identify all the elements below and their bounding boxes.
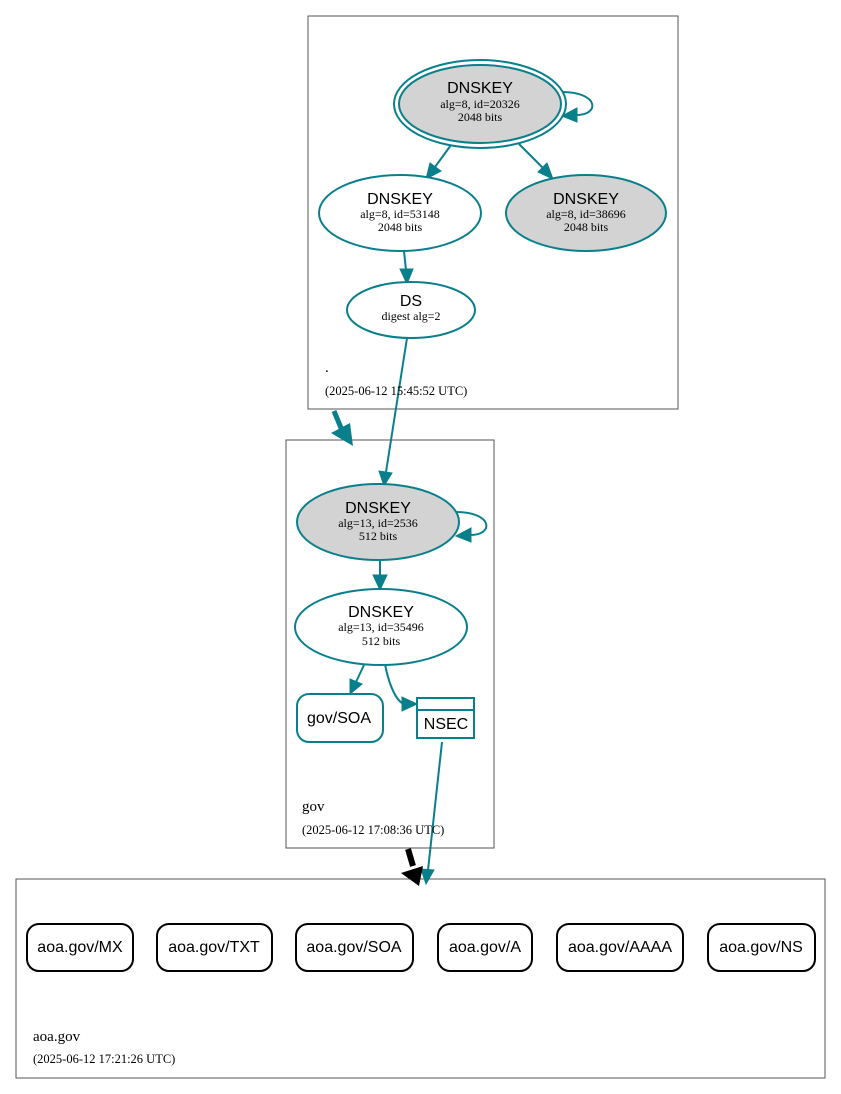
node-gov-zsk[interactable]: DNSKEY alg=13, id=35496 512 bits <box>294 588 468 666</box>
record-box <box>26 923 134 972</box>
ellipse <box>296 483 460 561</box>
zone-timestamp-gov: (2025-06-12 17:08:36 UTC) <box>302 823 444 837</box>
self-loop-edge-gov-ksk <box>455 511 488 537</box>
delegation-edge-gov-aoa <box>405 848 416 867</box>
record-label: aoa.gov/A <box>449 939 521 956</box>
record-aoa-a[interactable]: aoa.gov/A <box>437 923 533 972</box>
node-title: DNSKEY <box>553 191 619 208</box>
node-bits: 512 bits <box>359 529 398 543</box>
node-gov-ksk[interactable]: DNSKEY alg=13, id=2536 512 bits <box>296 483 460 561</box>
edges <box>331 91 594 886</box>
node-bits: 512 bits <box>362 634 401 648</box>
edge-ksk-to-zsk <box>434 144 452 168</box>
zone-name-aoa: aoa.gov <box>33 1029 81 1045</box>
edge-zsk-to-ds <box>403 250 407 271</box>
zone-name-gov: gov <box>302 799 325 815</box>
node-title: DNSKEY <box>348 604 414 621</box>
nsec-label: NSEC <box>424 716 468 733</box>
record-box <box>556 923 684 972</box>
record-label: aoa.gov/NS <box>719 939 803 956</box>
arrowhead <box>331 423 353 446</box>
arrowhead <box>420 868 435 886</box>
arrowhead <box>425 162 442 180</box>
node-alg-id: alg=8, id=38696 <box>546 207 626 221</box>
node-gov-nsec[interactable]: NSEC <box>416 697 475 739</box>
record-aoa-aaaa[interactable]: aoa.gov/AAAA <box>556 923 684 972</box>
zone-box-aoa <box>15 878 826 1079</box>
arrowhead <box>401 696 419 712</box>
record-label: aoa.gov/MX <box>37 939 123 956</box>
ellipse <box>505 174 667 252</box>
node-alg-id: alg=13, id=35496 <box>338 620 424 634</box>
node-title: DNSKEY <box>367 191 433 208</box>
node-digest: digest alg=2 <box>381 309 440 323</box>
node-bits: 2048 bits <box>378 220 423 234</box>
ellipse <box>398 64 562 144</box>
record-aoa-ns[interactable]: aoa.gov/NS <box>707 923 816 972</box>
arrowhead <box>454 527 472 543</box>
record-box <box>707 923 816 972</box>
record-label: aoa.gov/AAAA <box>568 939 672 956</box>
node-title: DNSKEY <box>447 80 513 97</box>
record-aoa-soa[interactable]: aoa.gov/SOA <box>295 923 414 972</box>
arrowhead <box>560 107 578 123</box>
node-alg-id: alg=8, id=20326 <box>440 97 520 111</box>
record-label: aoa.gov/TXT <box>168 939 260 956</box>
arrowhead <box>537 162 554 180</box>
ellipse <box>318 174 482 252</box>
node-alg-id: alg=13, id=2536 <box>338 516 418 530</box>
node-title: DNSKEY <box>345 500 411 517</box>
record-box <box>156 923 273 972</box>
node-title: DS <box>400 293 422 310</box>
arrowhead <box>378 470 393 488</box>
arrowhead <box>401 866 423 886</box>
node-alg-id: alg=8, id=53148 <box>360 207 440 221</box>
node-root-ds[interactable]: DS digest alg=2 <box>346 281 476 339</box>
record-box <box>295 923 414 972</box>
arrowhead <box>349 678 363 696</box>
node-root-ksk[interactable]: DNSKEY alg=8, id=20326 2048 bits <box>393 59 567 149</box>
zone-name-root: . <box>325 360 329 376</box>
rrset-box <box>296 693 384 743</box>
zone-timestamp-root: (2025-06-12 15:45:52 UTC) <box>325 384 467 398</box>
zone-timestamp-aoa: (2025-06-12 17:21:26 UTC) <box>33 1052 175 1066</box>
record-label: aoa.gov/SOA <box>306 939 402 956</box>
nsec-box <box>416 697 475 739</box>
self-loop-edge-root-ksk <box>561 91 594 117</box>
node-bits: 2048 bits <box>564 220 609 234</box>
edge-nsec-to-aoa <box>427 741 443 871</box>
ellipse <box>294 588 468 666</box>
node-gov-soa[interactable]: gov/SOA <box>296 693 384 743</box>
record-aoa-txt[interactable]: aoa.gov/TXT <box>156 923 273 972</box>
edge-ds-to-gov-ksk <box>385 337 408 473</box>
delegation-edge-root-gov <box>331 410 344 429</box>
edge-gov-zsk-to-soa <box>355 664 365 683</box>
record-aoa-mx[interactable]: aoa.gov/MX <box>26 923 134 972</box>
outer-ring <box>393 59 567 149</box>
edge-ksk-to-key3 <box>518 143 544 169</box>
record-box <box>437 923 533 972</box>
arrowhead <box>399 268 414 286</box>
rrset-label: gov/SOA <box>307 710 371 727</box>
ellipse <box>346 281 476 339</box>
node-bits: 2048 bits <box>458 110 503 124</box>
node-root-zsk[interactable]: DNSKEY alg=8, id=53148 2048 bits <box>318 174 482 252</box>
arrowhead <box>372 574 388 592</box>
node-root-key3[interactable]: DNSKEY alg=8, id=38696 2048 bits <box>505 174 667 252</box>
